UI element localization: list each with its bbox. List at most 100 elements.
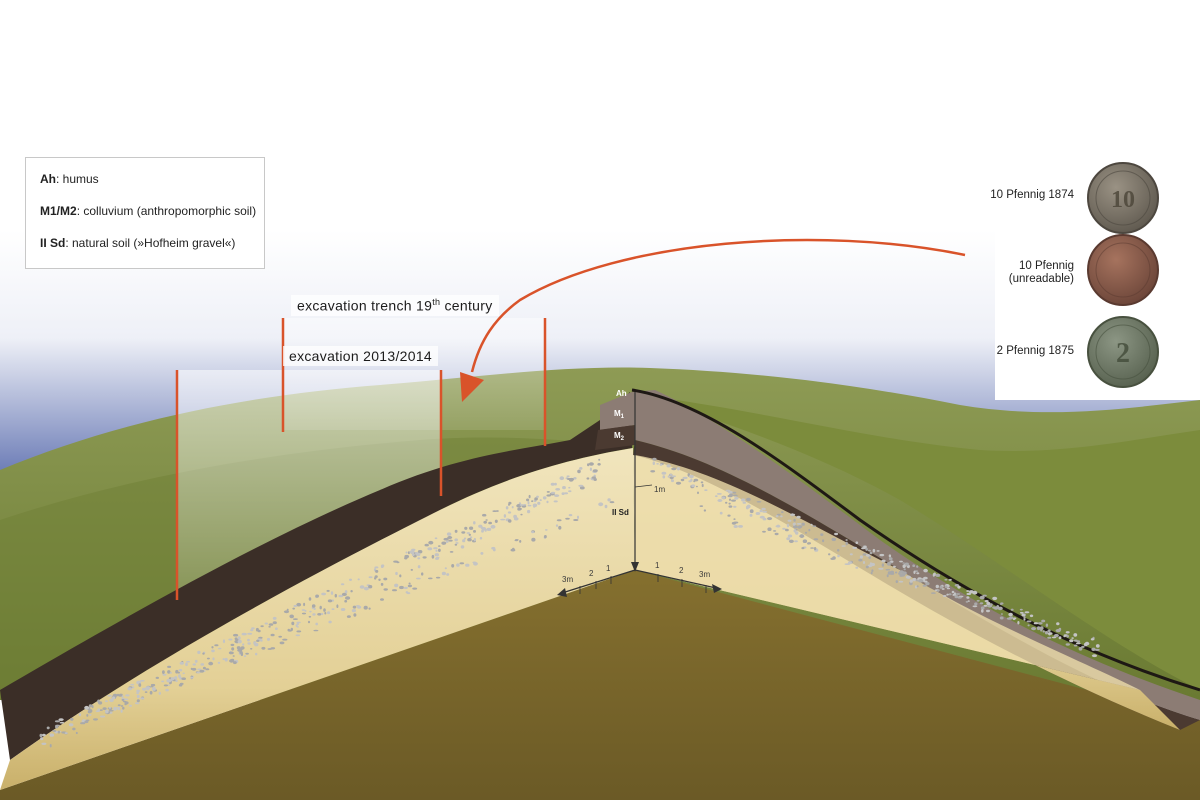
gravel-stone <box>1047 629 1051 632</box>
gravel-stone <box>767 517 773 521</box>
layer-m1-right <box>632 390 1200 720</box>
gravel-stone <box>861 547 866 550</box>
gravel-stone <box>395 571 398 576</box>
gravel-stone <box>292 607 296 610</box>
gravel-stone <box>167 665 172 669</box>
gravel-stone <box>124 698 129 701</box>
gravel-stone <box>862 553 867 556</box>
gravel-stone <box>233 633 239 637</box>
gravel-stone <box>756 501 762 503</box>
gravel-stone <box>344 599 348 603</box>
gravel-stone <box>492 510 497 512</box>
gravel-stone <box>98 701 103 705</box>
gravel-stone <box>909 579 913 583</box>
gravel-stone <box>979 602 984 605</box>
gravel-stone <box>793 525 798 529</box>
gravel-stone <box>588 462 594 466</box>
gravel-stone <box>403 586 408 590</box>
gravel-stone <box>701 483 704 488</box>
legend-row-m: M1/M2: colluvium (anthropomorphic soil) <box>40 204 264 218</box>
gravel-stone <box>211 646 214 649</box>
gravel-stone <box>542 496 547 500</box>
gravel-stone <box>671 479 674 483</box>
gravel-stone <box>513 517 519 521</box>
gravel-stone <box>165 688 169 692</box>
gravel-stone <box>399 585 404 590</box>
gravel-stone <box>688 480 692 483</box>
gravel-stone <box>728 490 733 494</box>
gravel-stone <box>773 530 777 532</box>
gravel-stone <box>604 504 608 509</box>
gravel-stone <box>780 515 783 518</box>
gravel-stone <box>721 496 726 500</box>
gravel-stone <box>845 539 848 541</box>
gravel-stone <box>879 553 885 557</box>
gravel-stone <box>990 603 993 606</box>
gravel-stone <box>810 523 813 526</box>
gravel-stone <box>868 549 871 552</box>
gravel-stone <box>488 521 492 525</box>
gravel-stone <box>693 480 696 483</box>
gravel-stone <box>331 599 334 602</box>
gravel-stone <box>328 620 332 624</box>
legend-row-sd: II Sd: natural soil (»Hofheim gravel«) <box>40 236 264 250</box>
gravel-stone <box>368 576 373 579</box>
label-excavation-trench-19th: excavation trench 19th century <box>291 295 499 316</box>
gravel-stone <box>291 621 295 626</box>
gravel-stone <box>946 593 949 596</box>
gravel-stone <box>242 643 245 646</box>
gravel-stone <box>363 605 368 610</box>
gravel-stone <box>788 539 794 543</box>
gravel-stone <box>952 594 955 596</box>
gravel-stone <box>108 707 112 709</box>
gravel-stone <box>433 547 438 550</box>
coin-10-pfennig-unreadable <box>1087 234 1159 306</box>
gravel-stone <box>1012 618 1016 621</box>
gravel-stone <box>84 720 89 724</box>
gravel-stone <box>661 471 667 475</box>
gravel-stone <box>178 674 181 678</box>
gravel-stone <box>301 612 307 615</box>
gravel-stone <box>443 537 449 541</box>
gravel-stone <box>374 566 379 569</box>
gravel-stone <box>841 545 846 547</box>
gravel-stone <box>315 594 319 598</box>
legend-key-sd: II Sd <box>40 236 66 250</box>
gravel-stone <box>131 686 135 689</box>
gravel-stone <box>514 539 519 542</box>
gravel-stone <box>109 708 112 712</box>
gravel-stone <box>1071 637 1074 639</box>
gravel-stone <box>781 511 784 514</box>
gravel-stone <box>52 729 57 732</box>
gravel-stone <box>319 605 322 610</box>
gravel-stone <box>59 721 65 724</box>
gravel-stone <box>104 700 108 703</box>
gravel-stone <box>801 547 805 550</box>
gravel-stone <box>565 517 570 520</box>
gravel-stone <box>592 469 598 473</box>
gravel-stone <box>473 562 478 566</box>
gravel-stone <box>558 525 562 530</box>
gravel-stone <box>922 584 927 587</box>
gravel-stone <box>527 504 532 507</box>
gravel-stone <box>405 551 408 554</box>
gravel-stone <box>320 612 324 616</box>
gravel-stone <box>563 492 569 495</box>
layer-m1-profile <box>600 392 635 430</box>
gravel-stone <box>810 547 814 549</box>
gravel-stone <box>162 673 167 676</box>
gravel-stone <box>374 577 377 580</box>
gravel-stone <box>1037 622 1043 625</box>
gravel-stone <box>228 651 234 655</box>
gravel-stone <box>462 539 466 543</box>
gravel-stone <box>923 580 928 583</box>
gravel-stone <box>434 537 438 540</box>
gravel-stone <box>113 706 117 711</box>
gravel-stone <box>544 535 547 539</box>
gravel-stone <box>341 592 347 597</box>
gravel-stone <box>95 710 101 712</box>
gravel-stone <box>240 652 244 657</box>
gravel-stone <box>86 714 89 717</box>
gravel-stone <box>519 540 522 543</box>
